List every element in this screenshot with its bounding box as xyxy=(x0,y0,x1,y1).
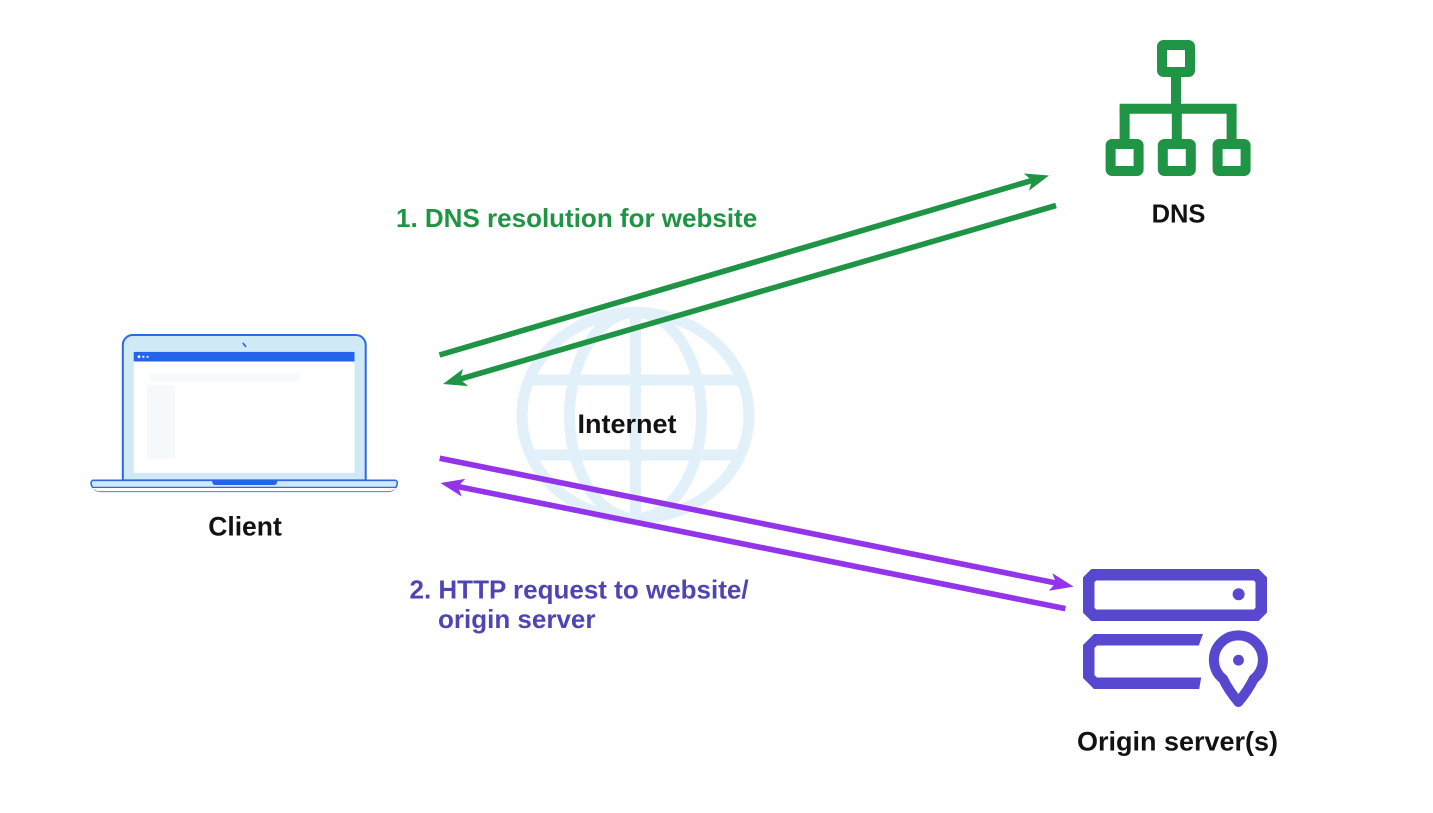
svg-text:1. DNS resolution for website: 1. DNS resolution for website xyxy=(396,203,757,233)
svg-text:Internet: Internet xyxy=(577,409,676,439)
svg-text:origin server: origin server xyxy=(438,604,596,634)
svg-text:Client: Client xyxy=(208,511,282,541)
svg-text:Origin server(s): Origin server(s) xyxy=(1077,726,1278,756)
svg-text:2. HTTP request to website/: 2. HTTP request to website/ xyxy=(410,575,749,605)
svg-text:DNS: DNS xyxy=(1152,201,1206,229)
